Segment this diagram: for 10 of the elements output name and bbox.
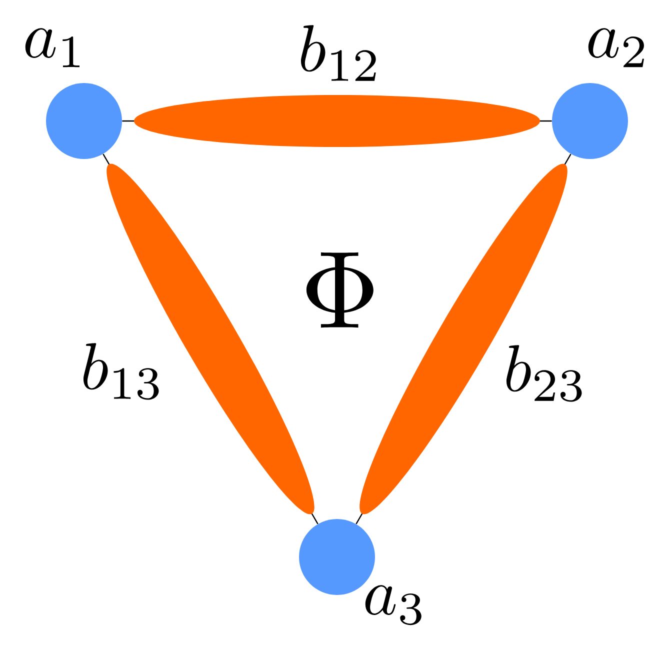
edge-label: $b_{12}$ xyxy=(300,25,376,81)
node-circle xyxy=(552,83,628,159)
node-label: $a_1$ xyxy=(25,28,80,68)
edge-ellipse xyxy=(122,94,552,147)
node-circle xyxy=(46,83,122,159)
center-label: $\Phi$ xyxy=(306,252,374,328)
edge-label: $b_{13}$ xyxy=(84,343,159,400)
node-label: $a_2$ xyxy=(588,28,644,68)
node-label: $a_3$ xyxy=(365,585,422,626)
edge-label: $b_{23}$ xyxy=(506,345,582,402)
